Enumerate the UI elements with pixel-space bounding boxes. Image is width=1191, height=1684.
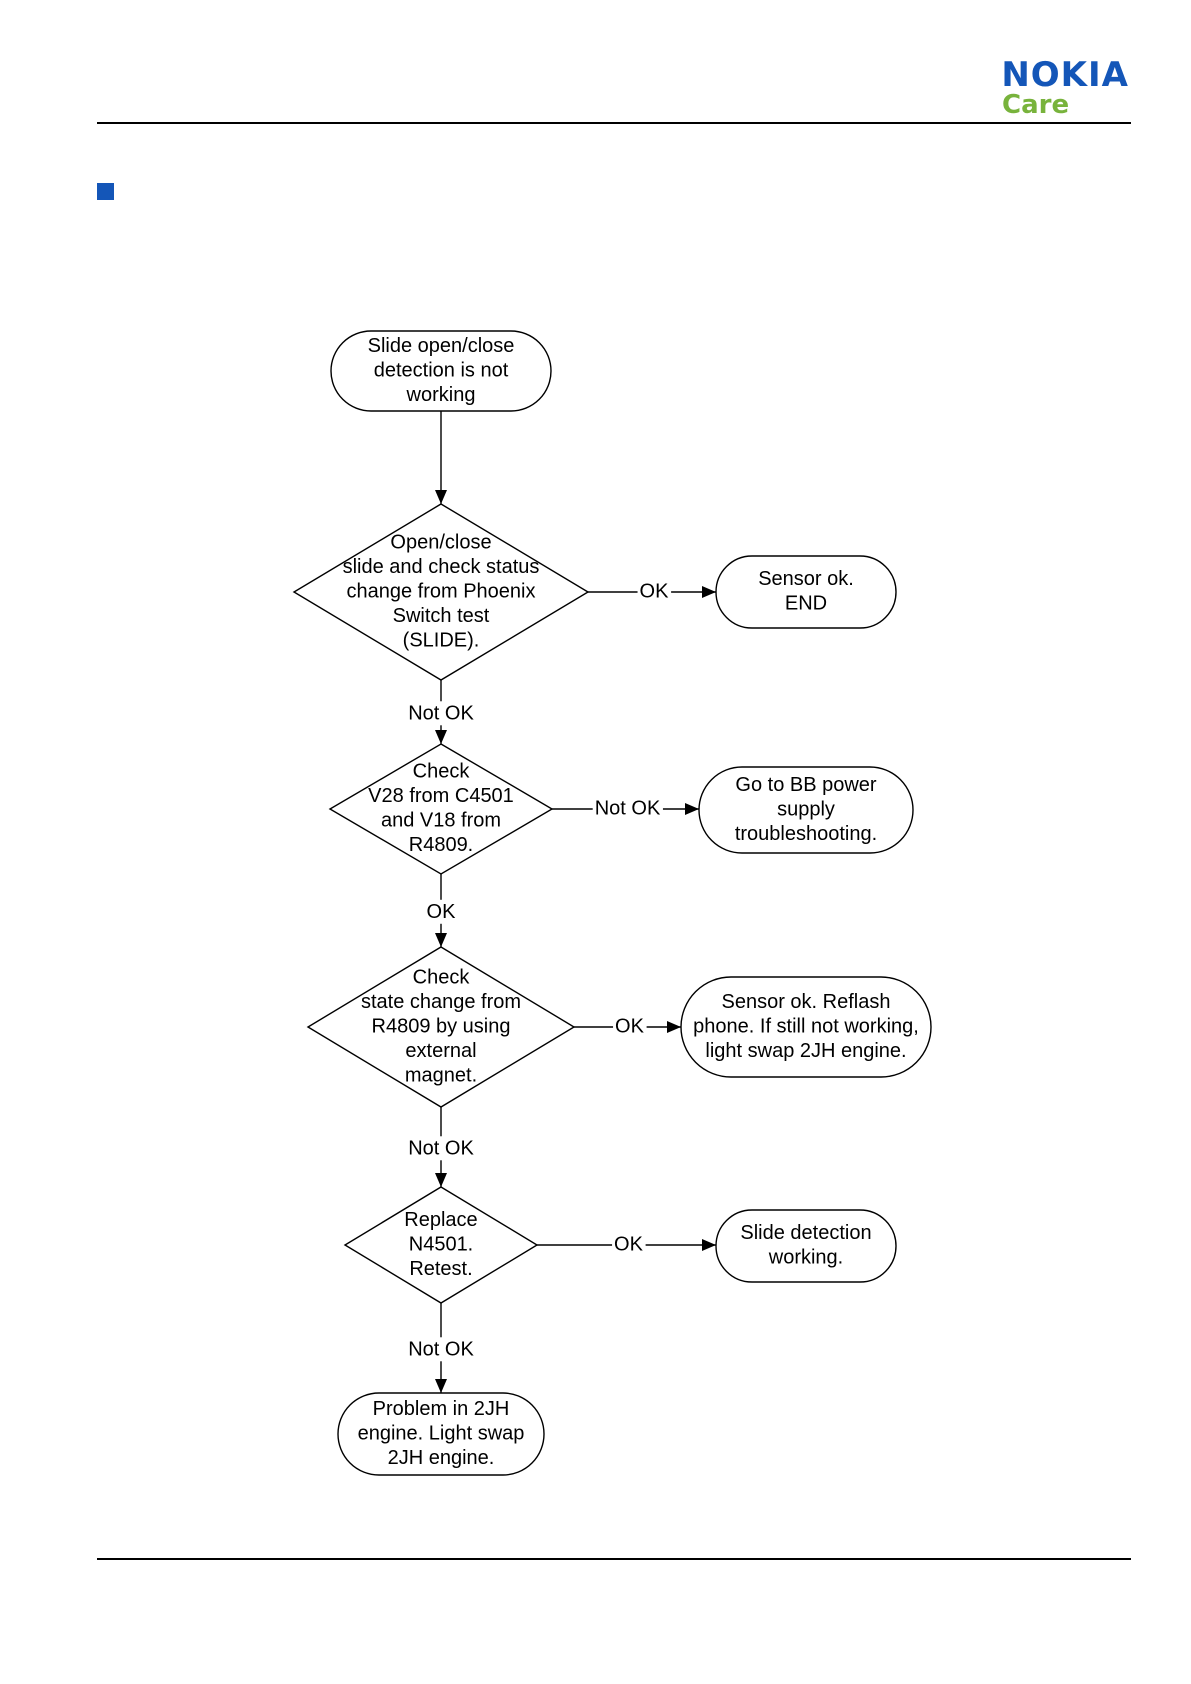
node-text-line: N4501. <box>409 1233 474 1255</box>
node-text-line: END <box>785 593 827 615</box>
edge-label-bg <box>424 899 459 924</box>
terminal-r1: Sensor ok. END <box>715 555 897 629</box>
nokia-logo: NOKIA <box>1001 55 1129 95</box>
edge-label-bg <box>406 1337 477 1362</box>
node-text-line: Replace <box>404 1209 477 1231</box>
node-text-line: external <box>405 1040 476 1062</box>
edge-label-bg <box>592 796 663 821</box>
node-text-line: (SLIDE). <box>403 629 480 651</box>
node-text-line: 2JH engine. <box>388 1447 495 1469</box>
edge-label-bg <box>612 1232 646 1257</box>
edge-label: Not OK <box>408 1338 474 1360</box>
edge-d4-r4: OK <box>537 1232 716 1257</box>
node-text-line: light swap 2JH engine. <box>705 1040 906 1062</box>
node-text-line: Go to BB power <box>735 774 877 796</box>
edge-label: OK <box>615 1015 645 1037</box>
edge-d3-r3: OK <box>574 1014 681 1039</box>
edge-label: Not OK <box>595 797 661 819</box>
node-text-line: engine. Light swap <box>358 1422 525 1444</box>
footer-rule <box>97 1558 1131 1560</box>
terminal-shape <box>680 976 932 1078</box>
node-text-line: Problem in 2JH <box>373 1398 510 1420</box>
edge-label: OK <box>640 580 670 602</box>
node-text-line: Slide open/close <box>368 335 515 357</box>
node-text-line: Open/close <box>390 531 491 553</box>
node-text-line: supply <box>777 798 835 820</box>
node-text-line: V28 from C4501 <box>368 785 514 807</box>
node-text-line: slide and check status <box>343 556 540 578</box>
edge-label-bg <box>406 1136 477 1161</box>
terminal-shape <box>337 1392 545 1476</box>
edge-d1-d2: Not OK <box>406 680 477 744</box>
edge-label: Not OK <box>408 702 474 724</box>
edge-d4-end: Not OK <box>406 1303 477 1393</box>
decision-diamond <box>343 1186 539 1304</box>
edge-label: Not OK <box>408 1137 474 1159</box>
edge-d1-r1: OK <box>588 579 716 604</box>
node-text-line: Sensor ok. <box>758 568 854 590</box>
decision-diamond <box>306 946 576 1108</box>
edge-label-bg <box>613 1014 647 1039</box>
node-text-line: working. <box>768 1247 843 1269</box>
node-text-line: Check <box>413 761 471 783</box>
header-rule <box>97 122 1131 124</box>
node-text-line: Sensor ok. Reflash <box>722 991 891 1013</box>
node-text-line: troubleshooting. <box>735 823 877 845</box>
edge-d2-r2: Not OK <box>552 796 699 821</box>
node-text-line: state change from <box>361 991 521 1013</box>
care-logo: Care <box>1002 90 1070 120</box>
edge-d3-d4: Not OK <box>406 1107 477 1187</box>
node-text-line: change from Phoenix <box>346 580 535 602</box>
terminal-shape <box>330 330 552 412</box>
section-bullet-square <box>97 183 114 200</box>
node-text-line: Retest. <box>409 1258 472 1280</box>
terminal-r4: Slide detection working. <box>715 1209 897 1283</box>
decision-diamond <box>292 503 590 681</box>
edge-d2-d3: OK <box>424 874 459 947</box>
node-text-line: detection is not <box>374 359 509 381</box>
node-text-line: Check <box>413 966 471 988</box>
node-text-line: Slide detection <box>740 1222 871 1244</box>
node-text-line: magnet. <box>405 1064 477 1086</box>
node-text-line: working <box>406 384 476 406</box>
terminal-shape <box>715 1209 897 1283</box>
node-text-line: R4809. <box>409 834 474 856</box>
edge-label: OK <box>614 1233 644 1255</box>
decision-diamond <box>328 743 554 875</box>
terminal-shape <box>715 555 897 629</box>
node-text-line: Switch test <box>393 605 490 627</box>
node-text-line: R4809 by using <box>372 1015 511 1037</box>
edge-label-bg <box>637 579 672 604</box>
terminal-shape <box>698 766 914 854</box>
node-text-line: and V18 from <box>381 810 501 832</box>
edge-label: OK <box>427 901 457 923</box>
node-text-line: phone. If still not working, <box>693 1015 919 1037</box>
edge-label-bg <box>406 701 477 726</box>
